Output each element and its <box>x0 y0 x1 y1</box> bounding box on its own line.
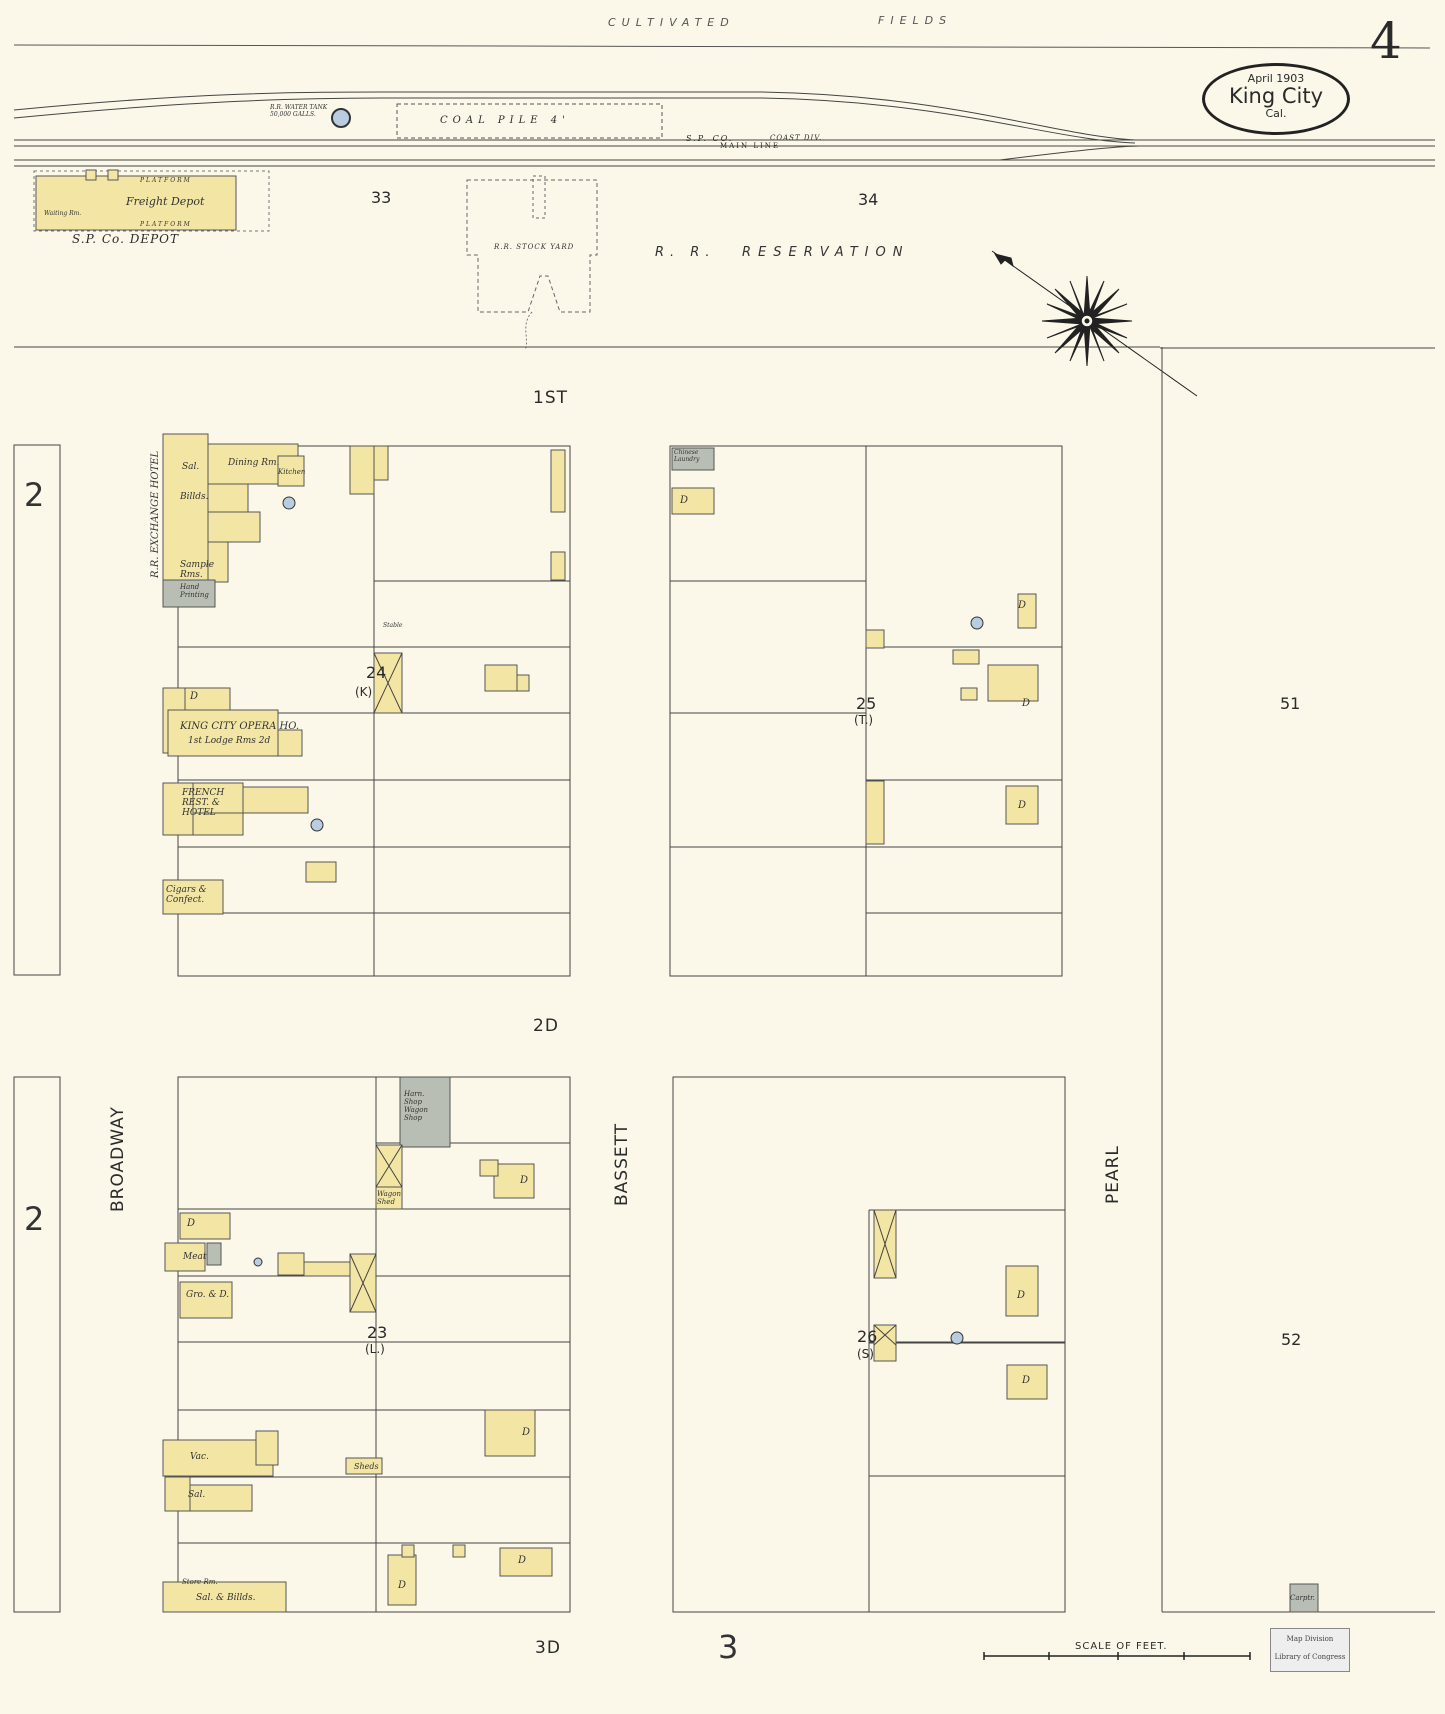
map-state: Cal. <box>1265 107 1287 120</box>
scale-label: SCALE OF FEET. <box>1075 1641 1168 1652</box>
dwelling-label: D <box>1018 800 1027 811</box>
carpenter-label: Carptr. <box>1290 1594 1315 1602</box>
opera-house-label: KING CITY OPERA HO. <box>180 721 300 732</box>
block-25-letter: (T.) <box>854 713 874 727</box>
wagon-shop-label: Harn. Shop Wagon Shop <box>404 1090 428 1122</box>
block-51: 51 <box>1280 694 1301 713</box>
sample-rooms-label: Sample Rms. <box>180 560 215 580</box>
block-23-number: 23 <box>367 1323 388 1342</box>
vacant-label: Vac. <box>190 1452 209 1462</box>
street-pearl: PEARL <box>1103 1145 1123 1204</box>
dwelling-label: D <box>522 1427 531 1438</box>
dwelling-label: D <box>1017 1290 1026 1301</box>
block-33: 33 <box>371 188 392 207</box>
dwelling-label: D <box>520 1175 529 1186</box>
block-26 <box>672 1076 1066 1613</box>
adjacent-sheet-bottom: 3 <box>718 1628 739 1666</box>
stamp-line-2: Library of Congress <box>1274 1653 1346 1661</box>
french-rest-label: FRENCH REST. & HOTEL <box>182 788 225 818</box>
block-25-number: 25 <box>856 694 877 713</box>
kitchen-label: Kitchen <box>278 468 306 476</box>
street-first: 1ST <box>533 388 568 408</box>
dwelling-label: D <box>518 1555 527 1566</box>
rr-label: R. R. <box>655 245 716 260</box>
store-room-label: Store Rm. <box>182 1578 218 1586</box>
freight-depot-label: Freight Depot <box>126 195 205 208</box>
dwelling-label: D <box>1018 600 1027 611</box>
adjacent-sheet-left-top: 2 <box>24 476 45 514</box>
block-25 <box>669 445 1063 977</box>
adjacent-sheet-left-bottom: 2 <box>24 1200 45 1238</box>
block-24-number: 24 <box>366 663 387 682</box>
cigars-label: Cigars & Confect. <box>166 885 207 905</box>
hand-printing-label: Hand Printing <box>180 583 209 599</box>
dining-room-label: Dining Rm. <box>228 458 280 468</box>
stock-yard <box>466 179 598 313</box>
street-broadway: BROADWAY <box>108 1106 128 1212</box>
block-52: 52 <box>1281 1330 1302 1349</box>
railroad-tracks <box>13 91 1435 167</box>
block-34: 34 <box>858 190 879 209</box>
lodge-rooms-label: 1st Lodge Rms 2d <box>188 736 271 746</box>
block-24-letter: (K) <box>355 685 373 699</box>
stock-yard-label: R.R. STOCK YARD <box>494 243 575 251</box>
rr-exchange-hotel-label: R.R. EXCHANGE HOTEL <box>150 450 161 578</box>
scale-bar <box>983 1652 1251 1660</box>
dwelling-label: D <box>1022 1375 1031 1386</box>
coast-div-label: COAST DIV. <box>770 134 823 142</box>
dwelling-label: D <box>1022 698 1031 709</box>
depot-label: S.P. Co. DEPOT <box>72 232 179 246</box>
cultivated-label: CULTIVATED <box>608 16 735 29</box>
platform-top-label: PLATFORM <box>140 177 192 184</box>
grocery-label: Gro. & D. <box>186 1290 230 1300</box>
sal-billds-label: Sal. & Billds. <box>196 1593 256 1603</box>
sal-label: Sal. <box>182 462 200 472</box>
block-23-letter: (L.) <box>365 1342 385 1356</box>
dwelling-label: D <box>398 1580 407 1591</box>
wagon-shed-label: Wagon Shed <box>377 1190 401 1206</box>
main-line-label: MAIN LINE <box>720 142 780 150</box>
sheds-label: Sheds <box>354 1462 379 1471</box>
compass-rose <box>991 250 1198 397</box>
street-second: 2D <box>533 1016 559 1036</box>
map-date: April 1903 <box>1247 72 1305 85</box>
dwelling-label: D <box>680 495 689 506</box>
reservation-label: RESERVATION <box>742 245 910 260</box>
sheet-number: 4 <box>1370 12 1402 70</box>
waiting-room-label: Waiting Rm. <box>44 210 82 217</box>
dwelling-label: D <box>190 691 199 702</box>
street-bassett: BASSETT <box>612 1122 632 1206</box>
platform-bottom-label: PLATFORM <box>140 221 192 228</box>
freight-depot <box>35 175 237 231</box>
coal-pile <box>396 103 663 139</box>
block-24-buildings <box>162 433 566 915</box>
stable-label: Stable <box>383 622 403 629</box>
title-cartouche: April 1903 King City Cal. <box>1202 63 1350 135</box>
dwelling-label: D <box>187 1218 196 1229</box>
library-stamp: Map Division Library of Congress <box>1270 1628 1350 1672</box>
block-26-number: 26 <box>857 1327 878 1346</box>
chinese-laundry-label: Chinese Laundry <box>674 449 700 463</box>
water-tank <box>331 108 351 128</box>
saloon-label: Sal. <box>188 1490 206 1500</box>
map-city: King City <box>1228 84 1324 108</box>
meat-label: Meat <box>183 1252 207 1262</box>
stamp-line-1: Map Division <box>1286 1635 1334 1643</box>
street-third: 3D <box>535 1638 561 1658</box>
billds-label: Billds. <box>180 492 209 502</box>
block-26-letter: (S) <box>857 1347 874 1361</box>
coal-pile-label: COAL PILE 4' <box>440 115 570 126</box>
fields-label: FIELDS <box>878 14 953 27</box>
water-tank-label: R.R. WATER TANK 50,000 GALLS. <box>270 104 328 118</box>
sp-co-label: S.P. CO. <box>686 134 734 143</box>
